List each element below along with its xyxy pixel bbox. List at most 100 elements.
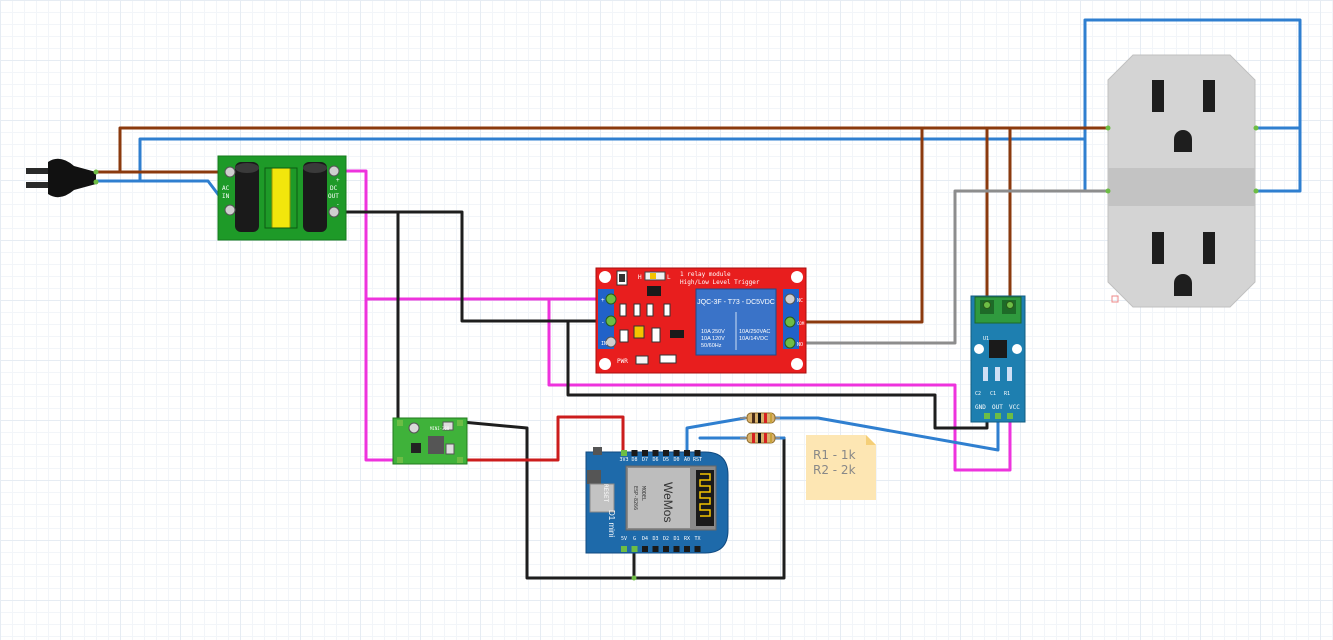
relay-no-pin[interactable] (784, 337, 796, 349)
resistor-r1[interactable] (740, 412, 780, 424)
d1-reset-label: RESET (602, 484, 609, 502)
wire-live[interactable] (94, 126, 1110, 324)
d1-pin-top-d6[interactable] (652, 450, 659, 456)
relay-nc-pin[interactable] (784, 293, 796, 305)
sensor-gnd-pin[interactable] (984, 413, 990, 419)
d1-board-name: D1 mini (607, 510, 616, 537)
d1-model-label: ESP-8266 (632, 486, 638, 510)
sensor-terminal-2[interactable] (1006, 301, 1014, 309)
d1-pin-top-d5[interactable] (663, 450, 669, 456)
outlet-slot-left-lower (1152, 232, 1164, 264)
d1-pin-top-3v3[interactable] (621, 450, 627, 456)
d1-pin-top-d8[interactable] (631, 450, 638, 456)
d1-pin-bottom-d4[interactable] (642, 546, 648, 552)
relay-no-label: NO (797, 342, 803, 348)
hilink-out-label: OUT (328, 193, 339, 200)
d1-pin-label-bottom-rx: RX (684, 536, 690, 542)
hilink-acdc-module[interactable]: AC IN DC OUT + - (217, 155, 347, 241)
d1-pin-bottom-tx[interactable] (694, 546, 701, 552)
d1-pin-label-bottom-tx: TX (694, 536, 700, 542)
sensor-gnd-label: GND (975, 404, 986, 411)
outlet-ground-hole-lower (1174, 274, 1192, 296)
relay-gnd-label: - (601, 319, 605, 326)
relay-spec-right-2: 10A/14VDC (739, 336, 768, 342)
buck-out-plus-pin[interactable] (457, 457, 463, 463)
d1-pin-label-top-d7: D7 (642, 457, 648, 463)
resistor-note: R1 - 1k R2 - 2k (806, 435, 876, 500)
hilink-dc-label: DC (330, 185, 338, 192)
d1-pin-label-top-3v3: 3V3 (619, 457, 628, 463)
usb-connector (589, 483, 615, 513)
current-sensor-module[interactable]: U1 C2 C1 R1 GND OUT VCC (970, 295, 1026, 423)
d1-pin-label-bottom-d1: D1 (673, 536, 679, 542)
note-line-1: R1 - 1k (813, 448, 856, 462)
relay-jumper-l: L (667, 274, 671, 281)
d1-pin-label-top-a0: A0 (684, 457, 690, 463)
d1-pin-label-bottom-d2: D2 (663, 536, 669, 542)
d1-pin-top-d0[interactable] (673, 450, 680, 456)
buck-in-minus-pin[interactable] (397, 420, 403, 426)
relay-com-pin[interactable] (784, 316, 796, 328)
wire-ground[interactable] (332, 210, 989, 580)
power-outlet[interactable] (1107, 54, 1256, 308)
relay-spec-left-2: 10A 120V (701, 336, 725, 342)
relay-nc-label: NC (797, 298, 803, 304)
relay-spec-right-1: 10A/250VAC (739, 329, 770, 335)
relay-pwr-label: PWR (617, 358, 628, 365)
wire-5v[interactable] (332, 169, 1012, 472)
hilink-minus-label: - (336, 201, 340, 208)
hilink-ac-pin-2[interactable] (224, 204, 236, 216)
connection-dots (631, 125, 1259, 581)
sensor-r1-label: R1 (1004, 391, 1010, 397)
relay-module[interactable]: + - IN NC COM NO H L 1 relay module High… (595, 267, 807, 374)
wire-signal[interactable] (685, 416, 1000, 454)
relay-vcc-pin[interactable] (605, 293, 617, 305)
buck-in-plus-pin[interactable] (397, 457, 403, 463)
relay-jumper-h: H (638, 274, 642, 281)
relay-gnd-pin[interactable] (605, 315, 617, 327)
hilink-ac-label: AC (222, 185, 230, 192)
outlet-ground-hole (1174, 130, 1192, 152)
relay-coil-text: JQC-3F - T73 - DC5VDC (697, 299, 775, 306)
hilink-ac-pin-1[interactable] (224, 166, 236, 178)
power-plug-icon[interactable] (26, 158, 99, 198)
d1-pin-top-rst[interactable] (694, 450, 701, 456)
d1-pin-label-top-d0: D0 (673, 457, 679, 463)
wire-d1-power[interactable] (460, 415, 625, 462)
sensor-out-label: OUT (992, 404, 1003, 411)
d1-pin-label-bottom-g: G (633, 536, 636, 542)
sensor-terminal-1[interactable] (983, 301, 991, 309)
hilink-dc-minus-pin[interactable] (328, 206, 340, 218)
hilink-dc-plus-pin[interactable] (328, 165, 340, 177)
buck-out-minus-pin[interactable] (457, 420, 463, 426)
d1-pin-label-top-rst: RST (693, 457, 702, 463)
outlet-slot-right (1203, 80, 1215, 112)
relay-in-pin[interactable] (605, 336, 617, 348)
d1-pin-bottom-d1[interactable] (673, 546, 680, 552)
buck-converter-module[interactable]: MINI-360 (392, 417, 468, 465)
d1-pin-bottom-5v[interactable] (621, 546, 627, 552)
resistor-r2[interactable] (740, 432, 780, 444)
d1-pin-label-bottom-5v: 5V (621, 536, 627, 542)
d1-pin-bottom-d3[interactable] (652, 546, 659, 552)
sensor-out-pin[interactable] (995, 413, 1001, 419)
d1-pin-bottom-rx[interactable] (684, 546, 690, 552)
d1-pin-bottom-g[interactable] (631, 546, 638, 552)
sensor-vcc-pin[interactable] (1007, 413, 1013, 419)
sensor-c2-label: C2 (975, 391, 981, 397)
d1-pin-label-bottom-d4: D4 (642, 536, 648, 542)
relay-spec-left-1: 10A 250V (701, 329, 725, 335)
d1-pin-top-a0[interactable] (684, 450, 690, 456)
d1-pin-bottom-d2[interactable] (663, 546, 669, 552)
wire-switched[interactable] (795, 189, 1110, 345)
buck-trim-pot[interactable] (408, 422, 420, 434)
d1-pin-top-d7[interactable] (642, 450, 648, 456)
d1-pin-label-top-d8: D8 (631, 457, 637, 463)
sensor-c1-label: C1 (990, 391, 996, 397)
d1-pin-label-bottom-d3: D3 (652, 536, 658, 542)
relay-vcc-label: + (601, 297, 605, 304)
sensor-chip-label: U1 (983, 336, 989, 342)
